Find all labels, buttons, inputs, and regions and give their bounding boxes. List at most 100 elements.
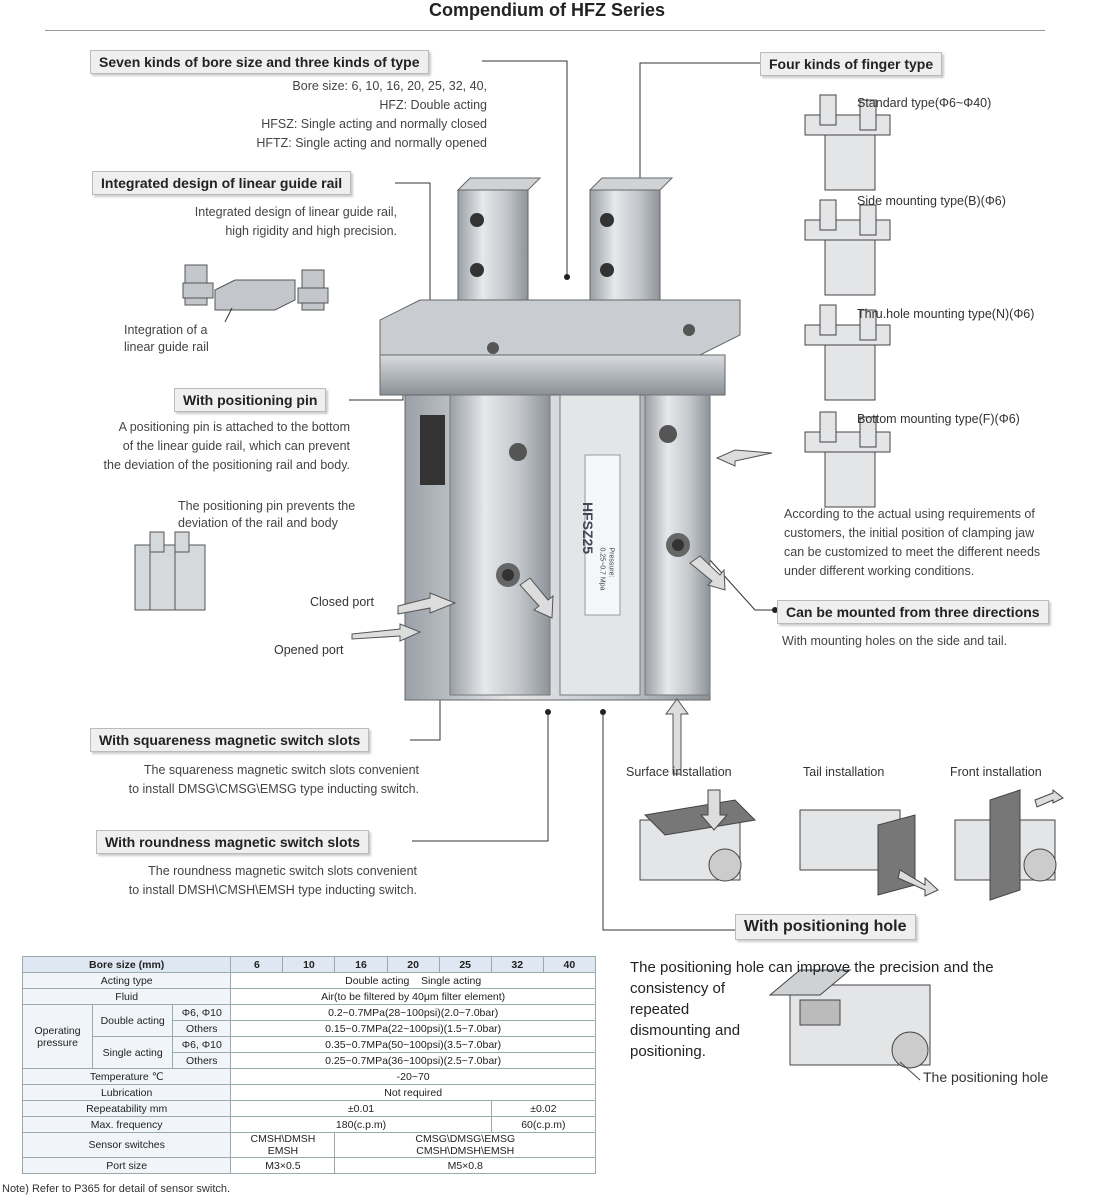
- positioning-pin-text: A positioning pin is attached to the bot…: [10, 418, 350, 475]
- finger-note-line: under different working conditions.: [784, 564, 975, 578]
- others-label: Others: [172, 1020, 232, 1037]
- finger-type-heading: Four kinds of finger type: [760, 52, 943, 76]
- bore-types-line: HFZ: Double acting: [379, 98, 487, 112]
- acting-type-label: Acting type: [21, 972, 232, 989]
- mount-heading: Can be mounted from three directions: [777, 600, 1049, 624]
- pressure-value: 0.25~0.7MPa(36~100psi)(2.5~7.0bar): [230, 1052, 596, 1069]
- temperature-value: -20~70: [230, 1068, 596, 1085]
- table-row: Max. frequency 180(c.p.m) 60(c.p.m): [21, 1116, 597, 1133]
- positioning-hole-line: repeated: [630, 1001, 690, 1018]
- bore-value: 40: [542, 956, 597, 973]
- pressure-value: 0.2~0.7MPa(28~100psi)(2.0~7.0bar): [230, 1004, 596, 1021]
- title-underline: [45, 30, 1045, 31]
- guide-rail-line: Integrated design of linear guide rail,: [194, 205, 397, 219]
- positioning-pin-caption-line: deviation of the rail and body: [178, 516, 338, 530]
- positioning-hole-heading: With positioning hole: [735, 914, 916, 940]
- guide-rail-drawing: [182, 264, 329, 311]
- closed-port-label: Closed port: [310, 595, 374, 609]
- fluid-label: Fluid: [21, 988, 232, 1005]
- op-pressure-line: Operating: [34, 1024, 81, 1037]
- double-acting-label: Double acting: [92, 1004, 174, 1037]
- positioning-pin-caption: The positioning pin prevents the deviati…: [178, 498, 355, 532]
- bore-value: 16: [334, 956, 388, 973]
- pressure-value: 0.15~0.7MPa(22~100psi)(1.5~7.0bar): [230, 1020, 596, 1037]
- bore-label: Bore size (mm): [21, 956, 232, 973]
- bore-types-line: Bore size: 6, 10, 16, 20, 25, 32, 40,: [292, 79, 487, 93]
- others-label: Others: [172, 1052, 232, 1069]
- finger-note-line: can be customized to meet the different …: [784, 545, 1041, 559]
- port-size-value: M5×0.8: [334, 1157, 596, 1174]
- finger-type-label: Standard type(Φ6~Φ40): [857, 96, 992, 110]
- sensor-line: EMSH: [267, 1145, 299, 1157]
- table-row: Port size M3×0.5 M5×0.8: [21, 1157, 596, 1174]
- lubrication-label: Lubrication: [21, 1084, 232, 1101]
- body-pressure-line: 0.25~0.7 Mpa: [598, 547, 606, 591]
- bore-value: 32: [490, 956, 544, 973]
- pressure-value: 0.35~0.7MPa(50~100psi)(3.5~7.0bar): [230, 1036, 596, 1053]
- guide-rail-heading: Integrated design of linear guide rail: [92, 171, 352, 195]
- positioning-pin-line: the deviation of the positioning rail an…: [103, 458, 350, 472]
- repeatability-label: Repeatability mm: [21, 1100, 232, 1117]
- frequency-value: 180(c.p.m): [230, 1116, 492, 1133]
- repeatability-value: ±0.01: [230, 1100, 492, 1117]
- bore-types-heading: Seven kinds of bore size and three kinds…: [90, 50, 429, 74]
- pin-gripper-drawing: [134, 531, 206, 611]
- page-title: Compendium of HFZ Series: [428, 0, 666, 20]
- mount-text: With mounting holes on the side and tail…: [782, 634, 1008, 648]
- table-row: Repeatability mm ±0.01 ±0.02: [21, 1100, 597, 1117]
- positioning-hole-caption: The positioning hole: [923, 1069, 1049, 1085]
- table-row: Acting type Double acting Single acting: [21, 972, 596, 989]
- guide-rail-line: high rigidity and high precision.: [225, 224, 397, 238]
- frequency-value: 60(c.p.m): [490, 1116, 597, 1133]
- square-slots-heading: With squareness magnetic switch slots: [90, 728, 370, 752]
- round-slots-text: The roundness magnetic switch slots conv…: [37, 862, 417, 900]
- finger-type-label: Side mounting type(B)(Φ6): [857, 194, 1006, 208]
- positioning-hole-line: positioning.: [630, 1043, 706, 1060]
- table-row: Fluid Air(to be filtered by 40μm filter …: [21, 988, 596, 1005]
- lubrication-value: Not required: [230, 1084, 596, 1101]
- finger-type-label: Thru.hole mounting type(N)(Φ6): [857, 307, 1035, 321]
- guide-rail-caption: Integration of a linear guide rail: [124, 322, 209, 356]
- bore-value: 20: [386, 956, 440, 973]
- positioning-hole-line: consistency of: [630, 980, 726, 997]
- positioning-hole-text: The positioning hole can improve the pre…: [630, 957, 1090, 1062]
- acting-type-value: Double acting Single acting: [230, 972, 596, 989]
- op-pressure-line: pressure: [37, 1036, 78, 1049]
- square-slots-line: The squareness magnetic switch slots con…: [143, 763, 419, 777]
- positioning-hole-line: The positioning hole can improve the pre…: [630, 959, 994, 976]
- port-size-value: M3×0.5: [230, 1157, 336, 1174]
- opened-port-label: Opened port: [274, 643, 344, 657]
- body-model-label: HFSZ25: [580, 501, 597, 555]
- bore-types-line: HFTZ: Single acting and normally opened: [256, 136, 487, 150]
- temperature-label: Temperature ℃: [21, 1068, 232, 1085]
- guide-rail-caption-line: Integration of a: [124, 323, 208, 337]
- table-row: Others 0.25~0.7MPa(36~100psi)(2.5~7.0bar…: [23, 1052, 596, 1069]
- positioning-pin-heading: With positioning pin: [174, 388, 327, 412]
- bore-6-10-label: Φ6, Φ10: [172, 1004, 232, 1021]
- table-row: Lubrication Not required: [21, 1084, 596, 1101]
- repeatability-value: ±0.02: [490, 1100, 597, 1117]
- body-pressure-line: Pressure:: [607, 547, 615, 578]
- single-acting-label: Single acting: [92, 1036, 174, 1069]
- spec-table: Bore size (mm) 6 10 16 20 25 32 40 Actin…: [21, 956, 597, 1174]
- sensor-line: CMSG\DMSG\EMSG: [415, 1133, 516, 1145]
- bore-value: 6: [230, 956, 284, 973]
- body-pressure-label: Pressure: 0.25~0.7 Mpa: [598, 547, 616, 590]
- bore-types-text: Bore size: 6, 10, 16, 20, 25, 32, 40, HF…: [67, 77, 487, 153]
- sensor-label: Sensor switches: [21, 1132, 232, 1158]
- table-note: Note) Refer to P365 for detail of sensor…: [2, 1183, 231, 1195]
- table-row: Single acting Φ6, Φ10 0.35~0.7MPa(50~100…: [23, 1036, 596, 1069]
- square-slots-line: to install DMSG\CMSG\EMSG type inducting…: [128, 782, 419, 796]
- bore-types-line: HFSZ: Single acting and normally closed: [261, 117, 487, 131]
- round-slots-line: to install DMSH\CMSH\EMSH type inducting…: [128, 883, 417, 897]
- bore-value: 25: [438, 956, 492, 973]
- positioning-pin-line: A positioning pin is attached to the bot…: [118, 420, 350, 434]
- finger-type-note: According to the actual using requiremen…: [784, 505, 1084, 581]
- square-slots-text: The squareness magnetic switch slots con…: [39, 761, 419, 799]
- installation-drawings: [639, 788, 1064, 901]
- positioning-hole-line: dismounting and: [630, 1022, 741, 1039]
